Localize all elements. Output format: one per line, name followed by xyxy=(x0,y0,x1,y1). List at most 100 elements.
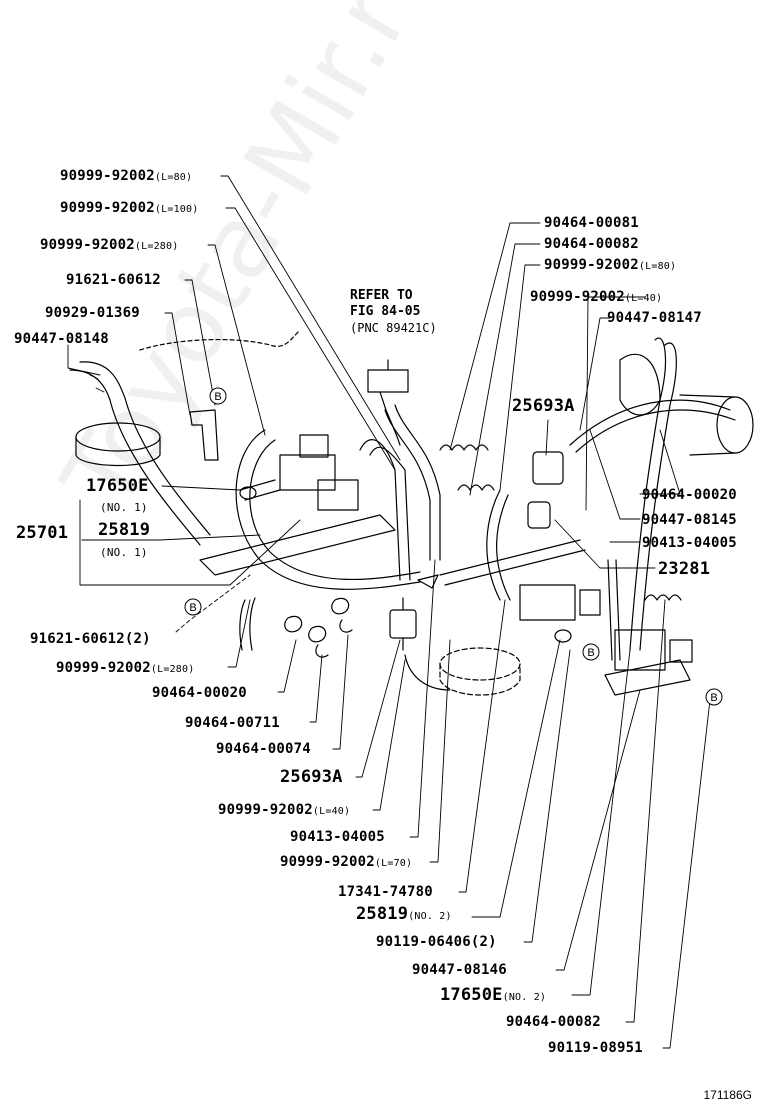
callout-b-text-4: B xyxy=(710,692,717,704)
part-number: 90929-01369 xyxy=(45,305,140,321)
label-l11: 90999-92002(L=280) xyxy=(56,660,194,678)
part-number: 90119-08951 xyxy=(548,1040,643,1056)
part-number: 91621-60612 xyxy=(30,631,125,647)
part-number: 90999-92002 xyxy=(40,237,135,253)
hose-bundle-left xyxy=(69,369,201,546)
label-l09-sub: (NO. 1) xyxy=(100,546,148,559)
engine-outline xyxy=(139,329,301,351)
part-spec: (L=80) xyxy=(154,172,193,183)
part-number: 90464-00711 xyxy=(185,715,280,731)
label-l14: 90464-00074 xyxy=(216,741,311,757)
part-spec: (NO. 1) xyxy=(100,501,148,514)
label-r04: 90999-92002(L=40) xyxy=(530,289,662,307)
label-l19: 17341-74780 xyxy=(338,884,433,900)
figure-id: 171186G xyxy=(703,1088,753,1102)
callout-b-1 xyxy=(209,387,227,405)
part-number: 90447-08145 xyxy=(642,512,737,528)
part-number: 90413-04005 xyxy=(642,535,737,551)
part-number: 25693A xyxy=(512,396,575,416)
label-r08: 90447-08145 xyxy=(642,512,737,528)
label-l15: 25693A xyxy=(280,768,343,787)
callout-b-4 xyxy=(705,688,723,706)
part-number: 90464-00020 xyxy=(152,685,247,701)
label-r09: 90413-04005 xyxy=(642,535,737,551)
part-number: 90999-92002 xyxy=(280,854,375,870)
label-l18: 90999-92002(L=70) xyxy=(280,854,412,872)
right-canister xyxy=(716,396,754,454)
clip-5 xyxy=(308,625,329,658)
label-l09: 25819 xyxy=(98,521,150,540)
part-number: 25701 xyxy=(16,523,69,543)
lower-reservoir xyxy=(439,647,521,681)
part-number: 25693A xyxy=(280,767,343,787)
part-number: 17650E xyxy=(440,985,503,1005)
part-number: 90999-92002 xyxy=(60,168,155,184)
label-r07: 90464-00020 xyxy=(642,487,737,503)
callout-b-group xyxy=(184,387,723,706)
part-number: 90464-00082 xyxy=(506,1014,601,1030)
label-l17: 90413-04005 xyxy=(290,829,385,845)
clip-2 xyxy=(457,484,495,491)
label-l07: 17650E xyxy=(86,477,149,496)
part-spec: (L=100) xyxy=(154,204,199,215)
label-l12: 90464-00020 xyxy=(152,685,247,701)
tee-connector xyxy=(417,574,439,589)
part-number: 90999-92002 xyxy=(530,289,625,305)
refer-line-2: FIG 84-05 xyxy=(350,304,421,319)
refer-connector xyxy=(367,369,409,393)
label-r05: 90447-08147 xyxy=(607,310,702,326)
part-number: 25819 xyxy=(98,520,151,540)
label-l07-sub: (NO. 1) xyxy=(100,501,148,514)
vsv-lower xyxy=(519,584,576,621)
vacuum-filter-a xyxy=(389,609,417,639)
label-l20: 25819(NO. 2) xyxy=(356,905,452,926)
label-l05: 90929-01369 xyxy=(45,305,140,321)
label-l08: 25701 xyxy=(16,524,68,543)
part-number: 90447-08147 xyxy=(607,310,702,326)
part-spec: (L=70) xyxy=(374,858,413,869)
vsv-block xyxy=(279,454,336,491)
label-r03: 90999-92002(L=80) xyxy=(544,257,676,275)
part-number: 90464-00074 xyxy=(216,741,311,757)
clip-3 xyxy=(644,594,682,601)
callout-b-text-2: B xyxy=(189,602,196,614)
part-number: 23281 xyxy=(658,559,711,579)
part-number: 90447-08146 xyxy=(412,962,507,978)
label-r06: 25693A xyxy=(512,397,575,416)
part-number: 17650E xyxy=(86,476,149,496)
label-r02: 90464-00082 xyxy=(544,236,639,252)
label-l10: 91621-60612(2) xyxy=(30,631,151,647)
part-number: 25819 xyxy=(356,904,409,924)
label-l23: 17650E(NO. 2) xyxy=(440,986,546,1007)
part-spec: (NO. 1) xyxy=(100,546,148,559)
part-spec: (L=80) xyxy=(638,261,677,272)
label-l01: 90999-92002(L=80) xyxy=(60,168,192,186)
refer-line-1: REFER TO xyxy=(350,288,413,303)
label-l21: 90119-06406(2) xyxy=(376,934,497,950)
callout-b-text-1: B xyxy=(214,391,221,403)
part-number: 90464-00081 xyxy=(544,215,639,231)
part-spec: (L=280) xyxy=(134,241,179,252)
part-number: 90999-92002 xyxy=(60,200,155,216)
part-number: 90119-06406 xyxy=(376,934,471,950)
part-number: 90999-92002 xyxy=(544,257,639,273)
part-spec: (L=280) xyxy=(150,664,195,675)
label-r10: 23281 xyxy=(658,560,710,579)
label-l03: 90999-92002(L=280) xyxy=(40,237,178,255)
label-l06: 90447-08148 xyxy=(14,331,109,347)
label-l04: 91621-60612 xyxy=(66,272,161,288)
part-spec: (2) xyxy=(470,934,497,950)
left-canister xyxy=(75,422,161,452)
callout-b-3 xyxy=(582,643,600,661)
callout-b-text-3: B xyxy=(587,647,594,659)
label-l13: 90464-00711 xyxy=(185,715,280,731)
refer-line-3: (PNC 89421C) xyxy=(350,321,437,335)
part-spec: (NO. 2) xyxy=(408,911,452,922)
vacuum-filter-b xyxy=(532,451,564,485)
part-number: 91621-60612 xyxy=(66,272,161,288)
part-number: 90464-00020 xyxy=(642,487,737,503)
part-number: 90999-92002 xyxy=(218,802,313,818)
label-l22: 90447-08146 xyxy=(412,962,507,978)
part-spec: (L=40) xyxy=(624,293,663,304)
